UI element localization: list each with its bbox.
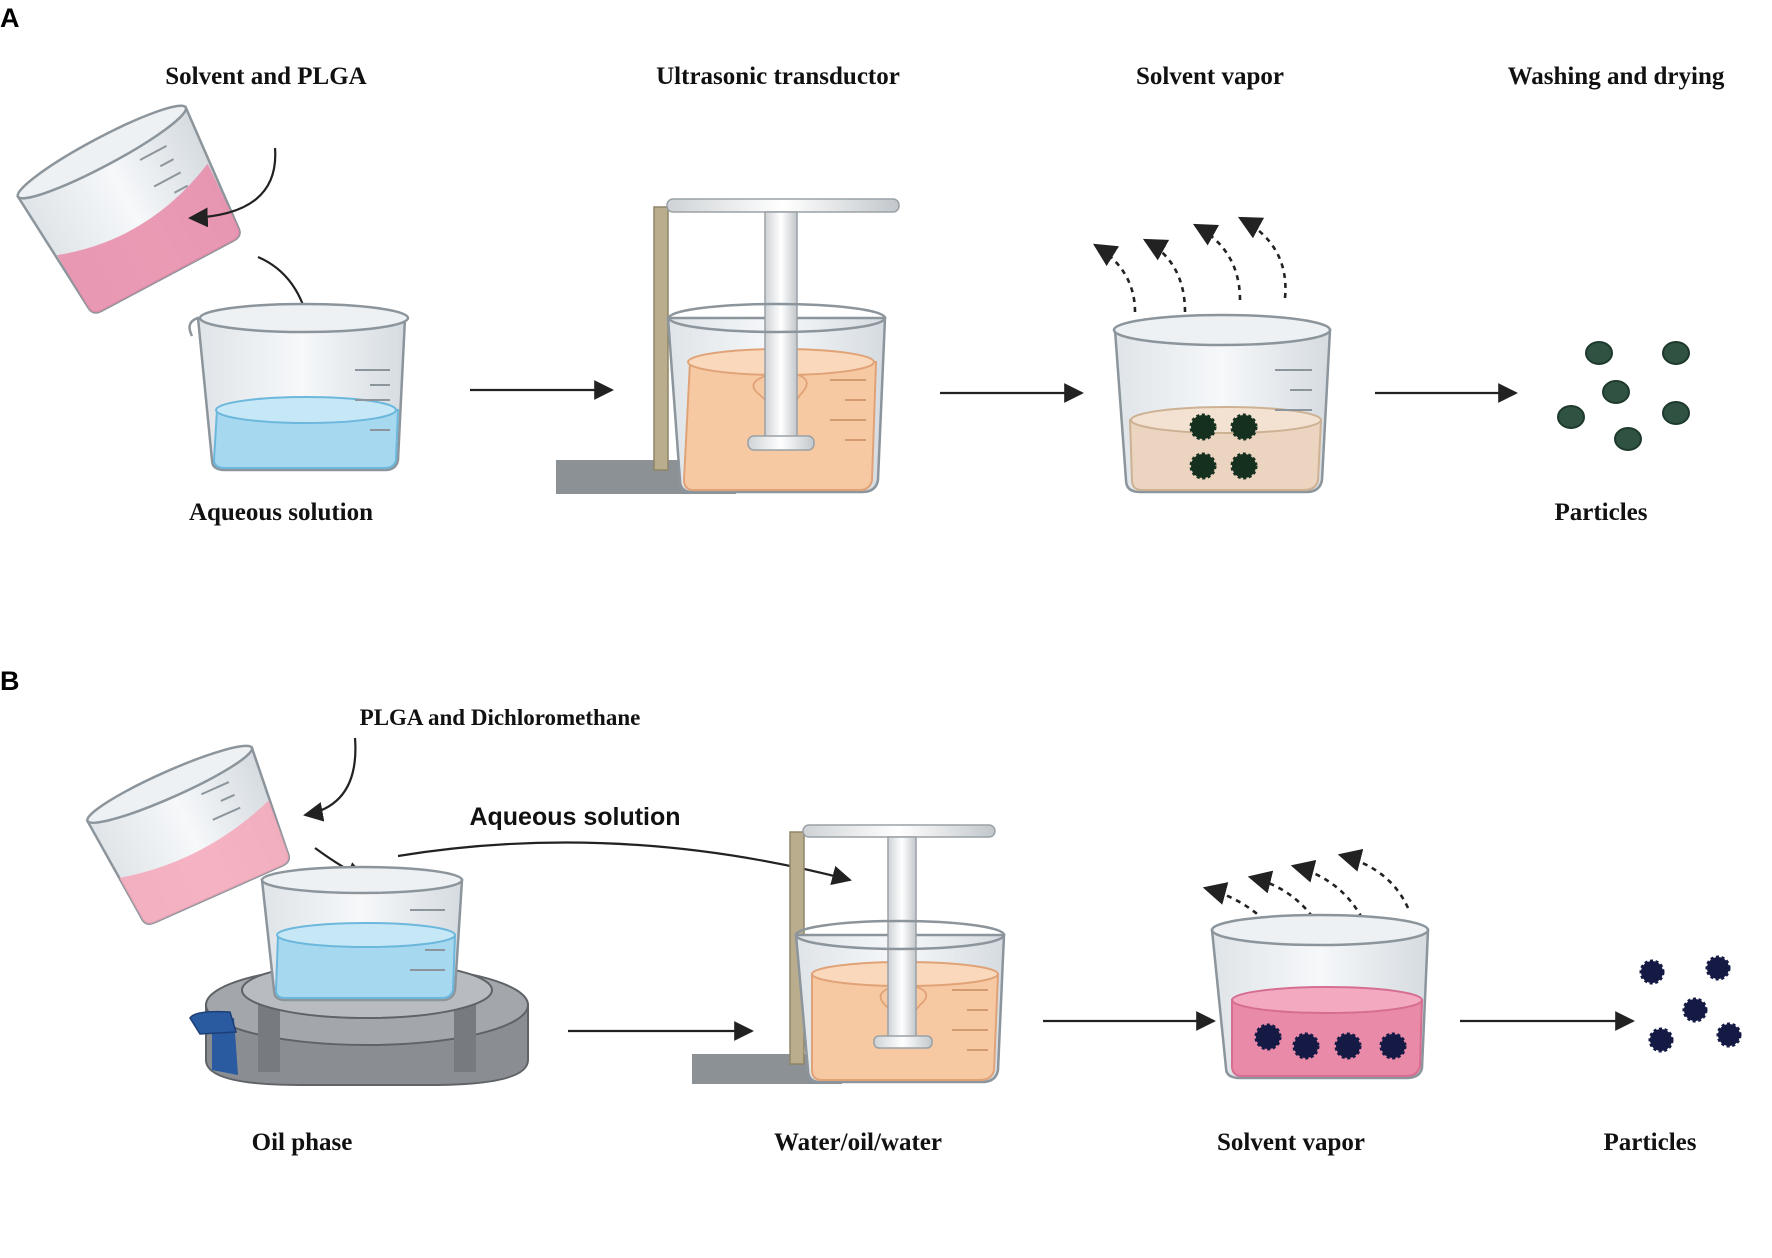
vapor-arrows-a xyxy=(1093,216,1287,313)
step-title-ultrasonic-transductor: Ultrasonic transductor xyxy=(656,63,900,90)
oil-phase-beaker xyxy=(260,865,464,1002)
step-title-washing-drying: Washing and drying xyxy=(1508,63,1725,90)
particles-b xyxy=(1639,955,1742,1053)
vapor-arrows-b xyxy=(1202,848,1410,936)
pouring-beaker-a xyxy=(16,104,241,314)
panel-a: A Solvent and PLGA Ultrasonic transducto… xyxy=(0,3,1725,526)
curved-arrow-into-pour-beaker-b xyxy=(303,737,357,822)
solvent-vapor-beaker-b xyxy=(1210,913,1430,1080)
label-particles-b: Particles xyxy=(1603,1129,1696,1156)
panel-b: B PLGA and Dichloromethane Aqueous solut… xyxy=(0,666,1742,1156)
label-solvent-vapor-b: Solvent vapor xyxy=(1217,1129,1365,1156)
panel-a-letter: A xyxy=(0,3,20,33)
label-water-oil-water: Water/oil/water xyxy=(774,1129,942,1156)
label-oil-phase: Oil phase xyxy=(252,1129,353,1156)
label-particles-a: Particles xyxy=(1554,499,1647,526)
label-aqueous-solution-arc: Aqueous solution xyxy=(469,803,680,831)
curved-arrow-into-pour-beaker xyxy=(188,147,277,228)
label-aqueous-solution: Aqueous solution xyxy=(189,499,373,526)
aqueous-solution-beaker xyxy=(188,302,410,472)
step-title-solvent-plga: Solvent and PLGA xyxy=(165,63,366,90)
step-title-solvent-vapor: Solvent vapor xyxy=(1136,63,1284,90)
panel-b-letter: B xyxy=(0,666,20,696)
label-plga-dichloromethane: PLGA and Dichloromethane xyxy=(360,705,641,730)
pouring-beaker-b xyxy=(85,744,290,925)
ultrasonic-transductor-b xyxy=(692,824,1006,1084)
particles-a xyxy=(1557,341,1690,451)
solvent-vapor-beaker-a xyxy=(1112,313,1332,494)
oil-phase-stirrer xyxy=(189,961,529,1086)
ultrasonic-transductor-a xyxy=(556,198,900,494)
arc-arrow-aqueous-solution xyxy=(397,841,852,886)
